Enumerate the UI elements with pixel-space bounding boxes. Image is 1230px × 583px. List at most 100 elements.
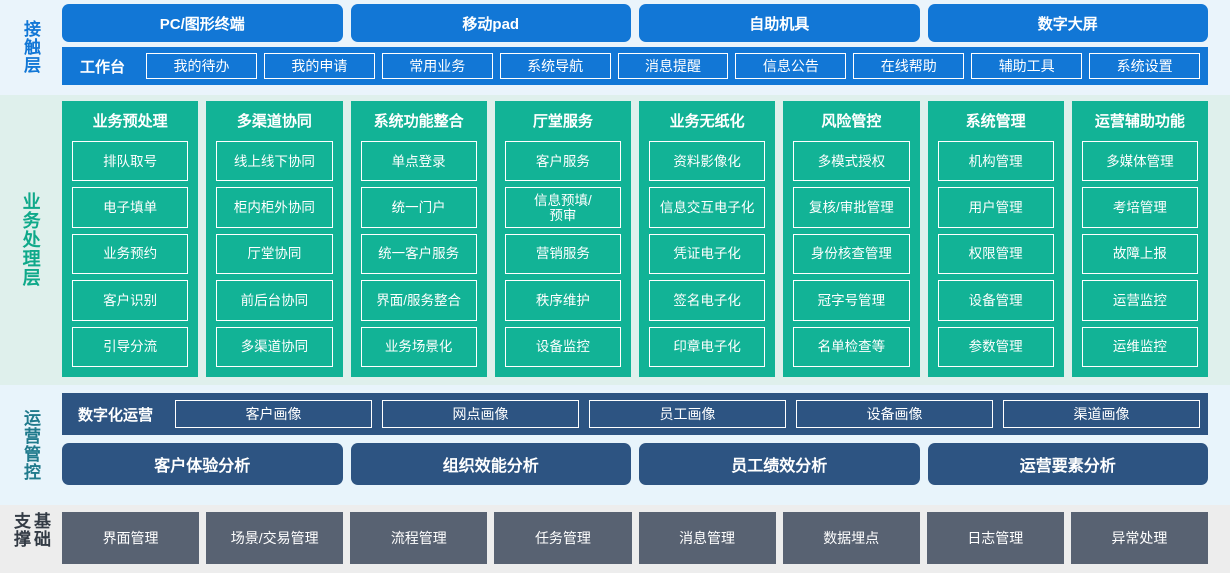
operations-layer-label: 运营管控	[21, 409, 41, 481]
workbench-title: 工作台	[80, 58, 126, 76]
biz-item-serial-number-mgmt[interactable]: 冠字号管理	[793, 280, 910, 321]
biz-item-ui-service-integration[interactable]: 界面/服务整合	[360, 280, 477, 321]
portrait-branch[interactable]: 网点画像	[382, 400, 580, 428]
operations-layer-body: 数字化运营 客户画像 网点画像 员工画像 设备画像 渠道画像 客户体验分析 组织…	[60, 393, 1230, 497]
biz-item-operation-monitoring[interactable]: 运营监控	[1081, 280, 1198, 321]
biz-item-identity-verification[interactable]: 身份核查管理	[793, 233, 910, 275]
biz-item-user-management[interactable]: 用户管理	[937, 187, 1054, 228]
business-column-risk-control: 风险管控 多模式授权 复核/审批管理 身份核查管理 冠字号管理 名单检查等	[783, 101, 920, 377]
analysis-operation-factors[interactable]: 运营要素分析	[927, 443, 1208, 485]
workbench-item-message-alert[interactable]: 消息提醒	[617, 53, 729, 79]
biz-item-org-management[interactable]: 机构管理	[937, 141, 1054, 182]
biz-item-multimedia-management[interactable]: 多媒体管理	[1081, 141, 1198, 182]
digital-operations-title: 数字化运营	[78, 406, 154, 424]
biz-item-voucher-electronic[interactable]: 凭证电子化	[649, 233, 766, 275]
channel-mobile-pad[interactable]: 移动pad	[350, 4, 631, 42]
analysis-org-efficiency[interactable]: 组织效能分析	[350, 443, 631, 485]
biz-item-front-back-collab[interactable]: 前后台协同	[216, 280, 333, 321]
biz-item-unified-customer-service[interactable]: 统一客户服务	[360, 233, 477, 275]
biz-item-prefill-prereview[interactable]: 信息预填/ 预审	[504, 187, 621, 228]
workbench-item-common-business[interactable]: 常用业务	[381, 53, 493, 79]
channel-pc[interactable]: PC/图形终端	[62, 4, 343, 42]
biz-item-lobby-collab[interactable]: 厅堂协同	[216, 233, 333, 275]
business-column-preprocessing: 业务预处理 排队取号 电子填单 业务预约 客户识别 引导分流	[62, 101, 199, 377]
biz-item-customer-service[interactable]: 客户服务	[504, 141, 621, 182]
biz-item-single-signon[interactable]: 单点登录	[360, 141, 477, 182]
biz-item-fault-reporting[interactable]: 故障上报	[1081, 233, 1198, 275]
biz-item-parameter-management[interactable]: 参数管理	[937, 326, 1054, 368]
channel-row: PC/图形终端 移动pad 自助机具 数字大屏	[62, 4, 1208, 42]
portrait-customer[interactable]: 客户画像	[175, 400, 373, 428]
biz-item-marketing-service[interactable]: 营销服务	[504, 233, 621, 275]
business-layer-label: 业务处理层	[20, 191, 41, 287]
business-column-lobby-service: 厅堂服务 客户服务 信息预填/ 预审 营销服务 秩序维护 设备监控	[494, 101, 631, 377]
contact-layer: 接触层 PC/图形终端 移动pad 自助机具 数字大屏 工作台 我的待办 我的申…	[0, 0, 1230, 95]
business-column-title: 业务预处理	[92, 113, 168, 130]
foundation-scenario-transaction-management[interactable]: 场景/交易管理	[206, 512, 344, 564]
biz-item-device-management[interactable]: 设备管理	[937, 280, 1054, 321]
foundation-log-management[interactable]: 日志管理	[926, 512, 1064, 564]
workbench-item-aux-tools[interactable]: 辅助工具	[971, 53, 1083, 79]
biz-item-appointment[interactable]: 业务预约	[72, 233, 189, 275]
biz-item-order-maintenance[interactable]: 秩序维护	[504, 280, 621, 321]
foundation-layer-label: 基础支撑	[11, 512, 51, 548]
biz-item-queue-number[interactable]: 排队取号	[72, 141, 189, 182]
foundation-data-tracking[interactable]: 数据埋点	[782, 512, 920, 564]
business-column-title: 系统管理	[965, 113, 1026, 130]
foundation-process-management[interactable]: 流程管理	[350, 512, 488, 564]
biz-item-unified-portal[interactable]: 统一门户	[360, 187, 477, 228]
biz-item-multichannel-collab[interactable]: 多渠道协同	[216, 326, 333, 368]
portrait-employee[interactable]: 员工画像	[589, 400, 787, 428]
analysis-employee-performance[interactable]: 员工绩效分析	[639, 443, 920, 485]
biz-item-maintenance-monitoring[interactable]: 运维监控	[1081, 326, 1198, 368]
biz-item-document-imaging[interactable]: 资料影像化	[649, 141, 766, 182]
workbench-item-my-todo[interactable]: 我的待办	[146, 53, 257, 79]
business-column-title: 多渠道协同	[236, 113, 312, 130]
digital-operations-bar: 数字化运营 客户画像 网点画像 员工画像 设备画像 渠道画像	[62, 393, 1208, 435]
biz-item-watchlist-check[interactable]: 名单检查等	[793, 326, 910, 368]
portrait-device[interactable]: 设备画像	[796, 400, 994, 428]
contact-layer-label: 接触层	[21, 19, 41, 74]
analysis-customer-experience[interactable]: 客户体验分析	[62, 443, 343, 485]
portrait-channel[interactable]: 渠道画像	[1003, 400, 1201, 428]
biz-item-review-approval[interactable]: 复核/审批管理	[793, 187, 910, 228]
foundation-message-management[interactable]: 消息管理	[638, 512, 776, 564]
business-column-title: 厅堂服务	[532, 113, 593, 130]
biz-item-seal-electronic[interactable]: 印章电子化	[649, 326, 766, 368]
business-column-ops-assist: 运营辅助功能 多媒体管理 考培管理 故障上报 运营监控 运维监控	[1071, 101, 1208, 377]
biz-item-training-management[interactable]: 考培管理	[1081, 187, 1198, 228]
operations-layer: 运营管控 数字化运营 客户画像 网点画像 员工画像 设备画像 渠道画像 客户体验…	[0, 385, 1230, 505]
biz-item-counter-collab[interactable]: 柜内柜外协同	[216, 187, 333, 228]
business-column-system-management: 系统管理 机构管理 用户管理 权限管理 设备管理 参数管理	[927, 101, 1064, 377]
business-column-title: 业务无纸化	[669, 113, 745, 130]
workbench-item-announcement[interactable]: 信息公告	[735, 53, 847, 79]
biz-item-multimode-authorization[interactable]: 多模式授权	[793, 141, 910, 182]
biz-item-info-exchange-electronic[interactable]: 信息交互电子化	[649, 187, 766, 228]
workbench-item-online-help[interactable]: 在线帮助	[853, 53, 965, 79]
workbench-item-my-application[interactable]: 我的申请	[263, 53, 375, 79]
biz-item-permission-management[interactable]: 权限管理	[937, 233, 1054, 275]
analysis-row: 客户体验分析 组织效能分析 员工绩效分析 运营要素分析	[62, 443, 1208, 485]
channel-self-service[interactable]: 自助机具	[639, 4, 920, 42]
foundation-ui-management[interactable]: 界面管理	[62, 512, 200, 564]
biz-item-signature-electronic[interactable]: 签名电子化	[649, 280, 766, 321]
workbench-bar: 工作台 我的待办 我的申请 常用业务 系统导航 消息提醒 信息公告 在线帮助 辅…	[62, 47, 1208, 85]
foundation-exception-handling[interactable]: 异常处理	[1070, 512, 1208, 564]
business-column-title: 风险管控	[821, 113, 882, 130]
biz-item-online-offline-collab[interactable]: 线上线下协同	[216, 141, 333, 182]
biz-item-business-scenario[interactable]: 业务场景化	[360, 326, 477, 368]
foundation-layer-body: 界面管理 场景/交易管理 流程管理 任务管理 消息管理 数据埋点 日志管理 异常…	[60, 512, 1230, 564]
business-column-multichannel: 多渠道协同 线上线下协同 柜内柜外协同 厅堂协同 前后台协同 多渠道协同	[206, 101, 343, 377]
biz-item-customer-recognition[interactable]: 客户识别	[72, 280, 189, 321]
biz-item-e-form[interactable]: 电子填单	[72, 187, 189, 228]
business-layer-body: 业务预处理 排队取号 电子填单 业务预约 客户识别 引导分流 多渠道协同 线上线…	[60, 101, 1230, 377]
foundation-layer: 基础支撑 界面管理 场景/交易管理 流程管理 任务管理 消息管理 数据埋点 日志…	[0, 505, 1230, 573]
workbench-item-system-settings[interactable]: 系统设置	[1089, 53, 1201, 79]
biz-item-device-monitoring[interactable]: 设备监控	[504, 326, 621, 368]
biz-item-guide-diversion[interactable]: 引导分流	[72, 326, 189, 368]
channel-digital-screen[interactable]: 数字大屏	[927, 4, 1208, 42]
business-column-title: 运营辅助功能	[1094, 113, 1185, 130]
foundation-task-management[interactable]: 任务管理	[494, 512, 632, 564]
workbench-item-system-navigation[interactable]: 系统导航	[499, 53, 611, 79]
